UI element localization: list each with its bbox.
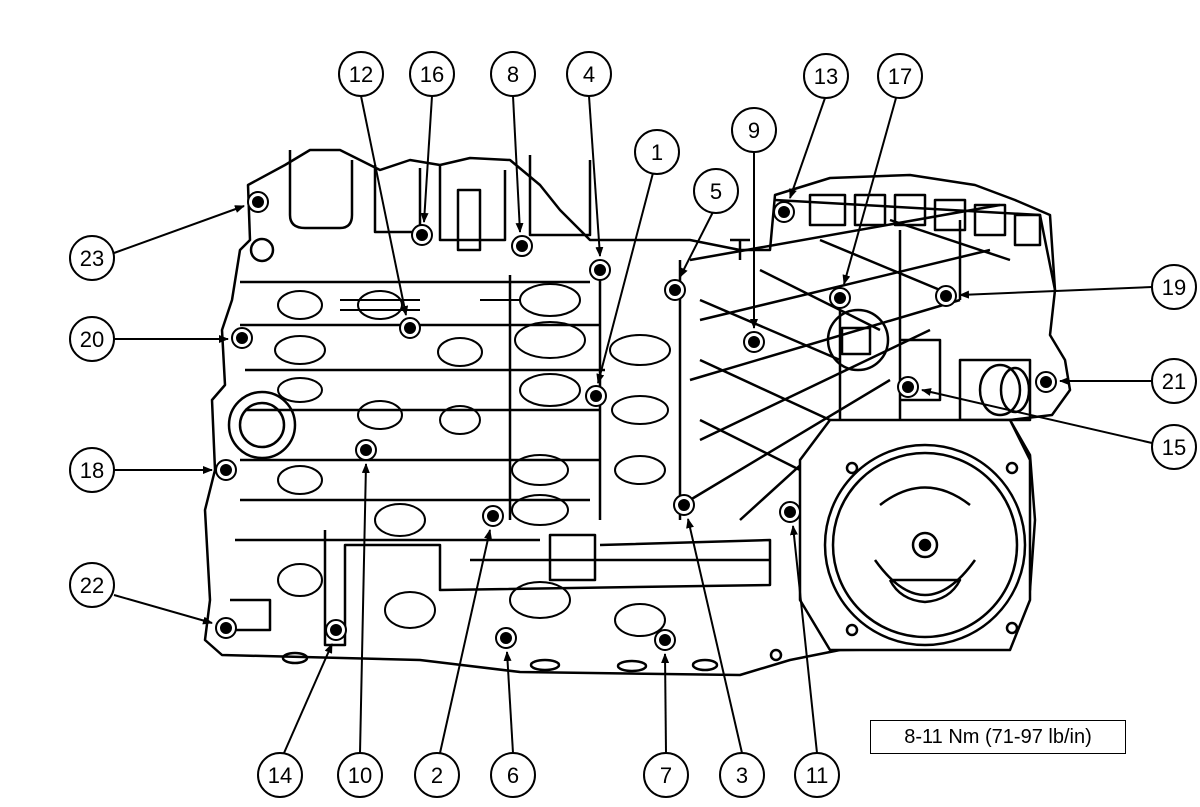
svg-text:19: 19 [1162,275,1186,300]
leader-12 [360,95,409,316]
bolt-21-icon [1035,371,1057,393]
callout-17: 17 [877,53,923,99]
callout-21: 21 [1151,358,1197,404]
callout-1: 1 [634,129,680,175]
bolt-5-icon [664,279,686,301]
callout-10: 10 [337,752,383,798]
svg-text:10: 10 [348,763,372,788]
leader-14 [283,643,333,754]
bolt-20-icon [231,327,253,349]
callout-12: 12 [338,51,384,97]
bolt-4-icon [589,259,611,281]
svg-text:13: 13 [814,64,838,89]
bolt-18-icon [215,459,237,481]
svg-text:3: 3 [736,763,748,788]
leader-3 [686,518,743,754]
leader-17 [842,97,897,285]
svg-text:11: 11 [806,763,829,788]
svg-text:18: 18 [80,458,104,483]
callout-2: 2 [414,752,460,798]
callout-14: 14 [257,752,303,798]
torque-spec-label: 8-11 Nm (71-97 lb/in) [870,720,1126,754]
svg-text:6: 6 [507,763,519,788]
callout-7: 7 [643,752,689,798]
leader-19 [959,286,1153,299]
callout-19: 19 [1151,264,1197,310]
svg-text:23: 23 [80,246,104,271]
bolt-13-icon [773,201,795,223]
leader-4 [588,95,604,257]
bolt-19-icon [935,285,957,307]
callout-5: 5 [693,168,739,214]
callout-20: 20 [69,316,115,362]
leader-6 [503,651,514,754]
leader-8 [512,95,524,233]
svg-text:7: 7 [660,763,672,788]
bolt-16-icon [411,224,433,246]
leader-5 [679,211,714,278]
valve-body-illustration [203,148,1072,677]
bolt-2-icon [482,505,504,527]
bolt-15-icon [897,376,919,398]
bolt-7-icon [654,629,676,651]
bolt-9-icon [743,331,765,353]
svg-text:20: 20 [80,327,104,352]
svg-text:17: 17 [888,64,912,89]
callout-16: 16 [409,51,455,97]
bolt-22-icon [215,617,237,639]
svg-text:9: 9 [748,118,760,143]
callout-9: 9 [731,107,777,153]
bolt-12-icon [399,317,421,339]
svg-text:4: 4 [583,62,595,87]
leader-16 [420,95,433,223]
leader-13 [789,97,826,199]
svg-text:22: 22 [80,573,104,598]
svg-text:21: 21 [1162,369,1186,394]
leader-15 [921,388,1153,444]
bolt-markers [215,191,1057,651]
bolt-10-icon [355,439,377,461]
leader-23 [113,205,245,254]
leader-11 [789,525,818,754]
callout-11: 11 [794,752,840,798]
leader-1 [596,172,654,384]
leader-lines [113,95,1153,754]
callout-8: 8 [490,51,536,97]
svg-text:2: 2 [431,763,443,788]
bolt-17-icon [829,287,851,309]
bolt-14-icon [325,619,347,641]
svg-text:16: 16 [420,62,444,87]
callout-23: 23 [69,235,115,281]
callout-6: 6 [490,752,536,798]
svg-text:15: 15 [1162,435,1186,460]
svg-text:1: 1 [651,140,663,165]
leader-10 [359,463,370,754]
bolt-8-icon [511,235,533,257]
callout-labels: 12 16 8 4 1 5 9 13 17 23 20 19 21 15 18 … [69,51,1197,798]
bolt-6-icon [495,627,517,649]
bolt-1-icon [585,385,607,407]
callout-18: 18 [69,447,115,493]
leader-2 [439,529,492,754]
bolt-11-icon [779,501,801,523]
callout-22: 22 [69,562,115,608]
svg-text:14: 14 [268,763,292,788]
svg-text:8: 8 [507,62,519,87]
callout-3: 3 [719,752,765,798]
bolt-3-icon [673,494,695,516]
callout-13: 13 [803,53,849,99]
leader-7 [661,653,670,754]
callout-4: 4 [566,51,612,97]
leader-22 [113,594,213,625]
bolt-23-icon [247,191,269,213]
callout-15: 15 [1151,424,1197,470]
svg-text:12: 12 [349,62,373,87]
svg-text:5: 5 [710,179,722,204]
